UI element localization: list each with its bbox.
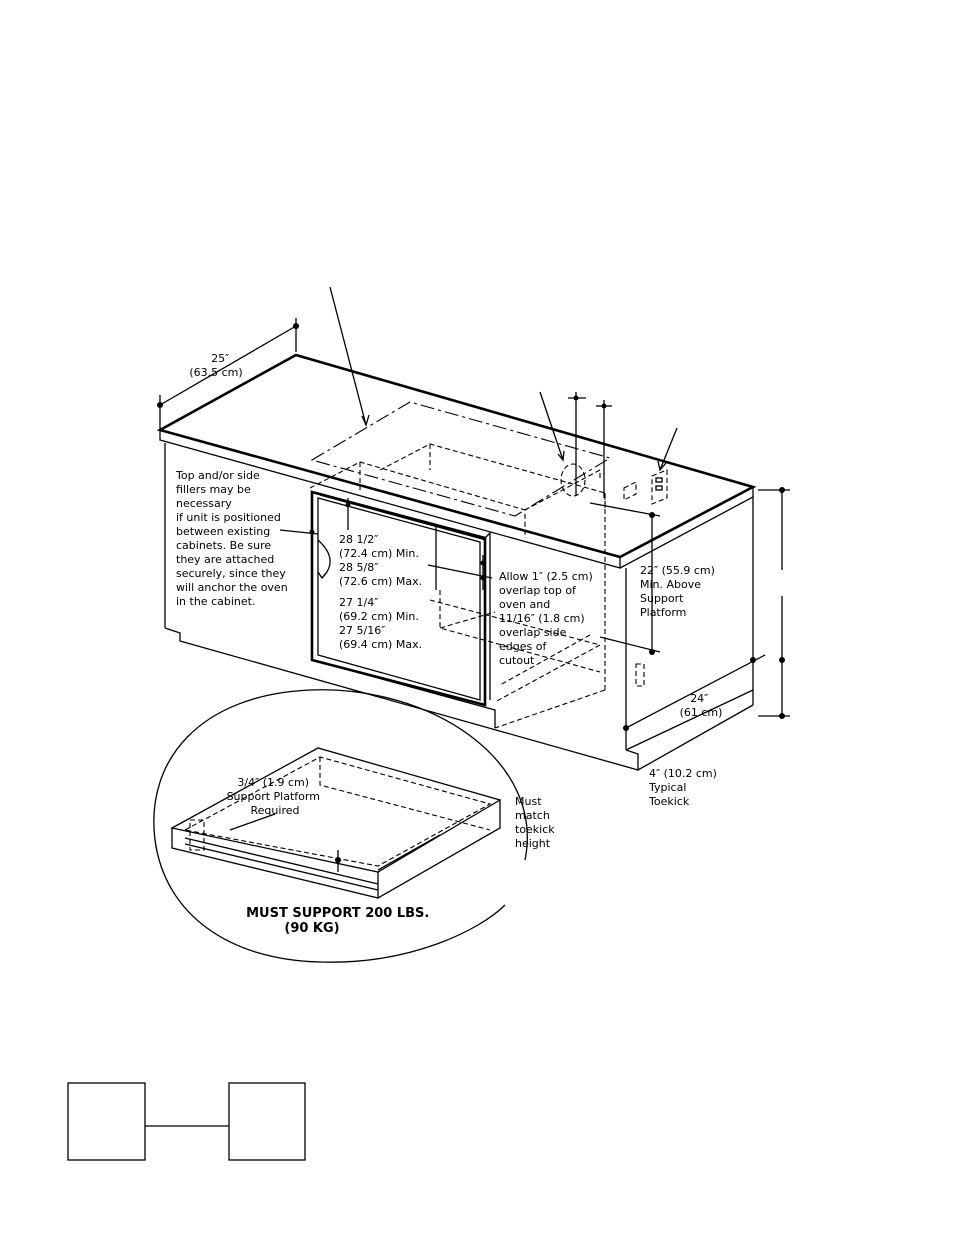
label-must-match: Must match toekick height — [515, 795, 558, 850]
label-min-above: 22″ (55.9 cm) Min. Above Support Platfor… — [640, 564, 718, 619]
label-cutout-height: 28 1/2″ (72.4 cm) Min. 28 5/8″ (72.6 cm)… — [339, 533, 422, 588]
left-box — [67, 1082, 146, 1161]
dimension-lines — [157, 318, 790, 731]
label-overlap-note: Allow 1″ (2.5 cm) overlap top of oven an… — [499, 570, 596, 667]
oven-cutout — [310, 490, 496, 728]
cabinet-outline — [156, 353, 757, 772]
label-depth-25: 25″ (63.5 cm) — [189, 352, 242, 379]
label-toekick: 4″ (10.2 cm) Typical Toekick — [648, 767, 720, 808]
detail-circle — [560, 463, 586, 497]
hidden-interior — [309, 443, 606, 729]
outlet-icon — [623, 469, 668, 687]
label-fillers-note: Top and/or side fillers may be necessary… — [175, 469, 291, 608]
label-cutout-width: 27 1/4″ (69.2 cm) Min. 27 5/16″ (69.4 cm… — [339, 596, 422, 651]
right-box — [228, 1082, 306, 1161]
label-depth-24: 24″ (61 cm) — [680, 692, 723, 719]
countertop-cutout-outline — [310, 401, 612, 517]
label-must-support: MUST SUPPORT 200 LBS. (90 KG) — [246, 906, 434, 936]
leader-lines — [279, 286, 678, 590]
label-platform: 3/4″ (1.9 cm) Support Platform Required — [227, 776, 324, 817]
platform-detail — [153, 689, 528, 963]
bottom-boxes — [67, 1082, 306, 1161]
